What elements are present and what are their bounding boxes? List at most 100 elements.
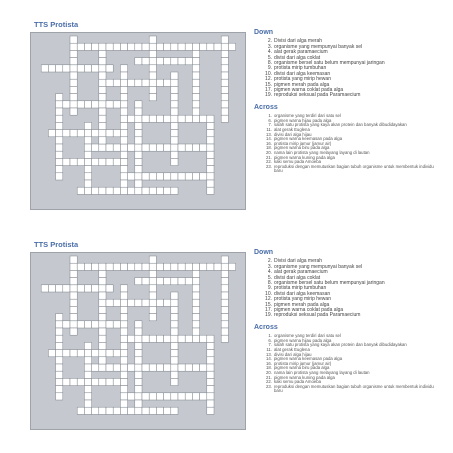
crossword-cell[interactable] — [141, 363, 150, 372]
crossword-cell[interactable] — [199, 42, 208, 51]
crossword-cell[interactable] — [170, 78, 179, 87]
crossword-cell[interactable] — [170, 71, 179, 80]
crossword-cell[interactable] — [148, 363, 157, 372]
crossword-cell[interactable] — [55, 129, 64, 138]
crossword-cell[interactable] — [98, 57, 107, 66]
crossword-cell[interactable] — [134, 129, 143, 138]
crossword-cell[interactable] — [220, 50, 229, 58]
crossword-cell[interactable] — [127, 363, 136, 372]
crossword-cell[interactable] — [134, 406, 143, 415]
crossword-cell[interactable] — [84, 356, 92, 365]
crossword-cell[interactable] — [120, 129, 128, 138]
crossword-cell[interactable] — [69, 100, 78, 109]
crossword-cell[interactable] — [127, 114, 136, 123]
crossword-cell[interactable] — [141, 114, 150, 123]
crossword-cell[interactable] — [84, 378, 92, 386]
crossword-cell[interactable] — [134, 378, 143, 386]
crossword-cell[interactable] — [112, 158, 121, 166]
crossword-cell[interactable] — [69, 107, 78, 116]
crossword-cell[interactable] — [170, 370, 179, 379]
crossword-cell[interactable] — [163, 172, 172, 181]
crossword-cell[interactable] — [69, 306, 78, 314]
crossword-cell[interactable] — [184, 392, 193, 401]
crossword-cell[interactable] — [62, 284, 71, 293]
crossword-cell[interactable] — [220, 93, 229, 102]
crossword-cell[interactable] — [127, 334, 136, 343]
crossword-cell[interactable] — [112, 42, 121, 51]
crossword-cell[interactable] — [105, 158, 114, 166]
crossword-cell[interactable] — [112, 320, 121, 329]
crossword-cell[interactable] — [84, 64, 92, 73]
crossword-cell[interactable] — [55, 100, 64, 109]
crossword-cell[interactable] — [98, 71, 107, 80]
crossword-cell[interactable] — [98, 313, 107, 322]
crossword-cell[interactable] — [192, 172, 200, 181]
crossword-cell[interactable] — [55, 158, 64, 166]
crossword-cell[interactable] — [148, 284, 157, 293]
crossword-cell[interactable] — [76, 320, 85, 329]
crossword-cell[interactable] — [192, 320, 200, 329]
crossword-cell[interactable] — [69, 262, 78, 271]
crossword-cell[interactable] — [148, 262, 157, 271]
crossword-cell[interactable] — [163, 363, 172, 372]
crossword-cell[interactable] — [76, 129, 85, 138]
crossword-cell[interactable] — [120, 349, 128, 358]
crossword-cell[interactable] — [148, 277, 157, 286]
crossword-cell[interactable] — [156, 277, 164, 286]
crossword-cell[interactable] — [91, 320, 100, 329]
crossword-cell[interactable] — [105, 64, 114, 73]
crossword-cell[interactable] — [134, 165, 143, 174]
crossword-cell[interactable] — [163, 392, 172, 401]
crossword-cell[interactable] — [112, 349, 121, 358]
crossword-cell[interactable] — [98, 356, 107, 365]
crossword-cell[interactable] — [55, 392, 64, 401]
crossword-cell[interactable] — [55, 349, 64, 358]
crossword-cell[interactable] — [91, 64, 100, 73]
crossword-cell[interactable] — [98, 277, 107, 286]
crossword-cell[interactable] — [206, 399, 215, 408]
crossword-cell[interactable] — [55, 165, 64, 174]
crossword-cell[interactable] — [91, 262, 100, 271]
crossword-cell[interactable] — [184, 277, 193, 286]
crossword-cell[interactable] — [141, 172, 150, 181]
crossword-cell[interactable] — [55, 136, 64, 145]
crossword-cell[interactable] — [170, 150, 179, 159]
crossword-cell[interactable] — [69, 86, 78, 94]
crossword-cell[interactable] — [192, 262, 200, 271]
crossword-cell[interactable] — [134, 57, 143, 66]
crossword-cell[interactable] — [76, 378, 85, 386]
crossword-cell[interactable] — [84, 349, 92, 358]
crossword-cell[interactable] — [76, 100, 85, 109]
crossword-cell[interactable] — [76, 42, 85, 51]
crossword-cell[interactable] — [120, 334, 128, 343]
crossword-cell[interactable] — [192, 363, 200, 372]
crossword-cell[interactable] — [120, 320, 128, 329]
crossword-cell[interactable] — [206, 334, 215, 343]
crossword-cell[interactable] — [62, 320, 71, 329]
crossword-cell[interactable] — [91, 284, 100, 293]
crossword-cell[interactable] — [206, 114, 215, 123]
crossword-cell[interactable] — [91, 406, 100, 415]
crossword-cell[interactable] — [120, 392, 128, 401]
crossword-cell[interactable] — [98, 406, 107, 415]
crossword-cell[interactable] — [206, 122, 215, 130]
crossword-cell[interactable] — [192, 291, 200, 300]
crossword-cell[interactable] — [170, 57, 179, 66]
crossword-cell[interactable] — [206, 158, 215, 166]
crossword-cell[interactable] — [192, 114, 200, 123]
crossword-cell[interactable] — [91, 158, 100, 166]
crossword-cell[interactable] — [148, 291, 157, 300]
crossword-cell[interactable] — [84, 165, 92, 174]
crossword-cell[interactable] — [148, 392, 157, 401]
crossword-cell[interactable] — [220, 284, 229, 293]
crossword-cell[interactable] — [98, 186, 107, 195]
crossword-cell[interactable] — [84, 179, 92, 188]
crossword-cell[interactable] — [84, 320, 92, 329]
crossword-cell[interactable] — [120, 291, 128, 300]
crossword-cell[interactable] — [170, 158, 179, 166]
crossword-cell[interactable] — [48, 64, 56, 73]
crossword-cell[interactable] — [98, 306, 107, 314]
crossword-cell[interactable] — [120, 406, 128, 415]
crossword-cell[interactable] — [170, 93, 179, 102]
crossword-cell[interactable] — [163, 277, 172, 286]
